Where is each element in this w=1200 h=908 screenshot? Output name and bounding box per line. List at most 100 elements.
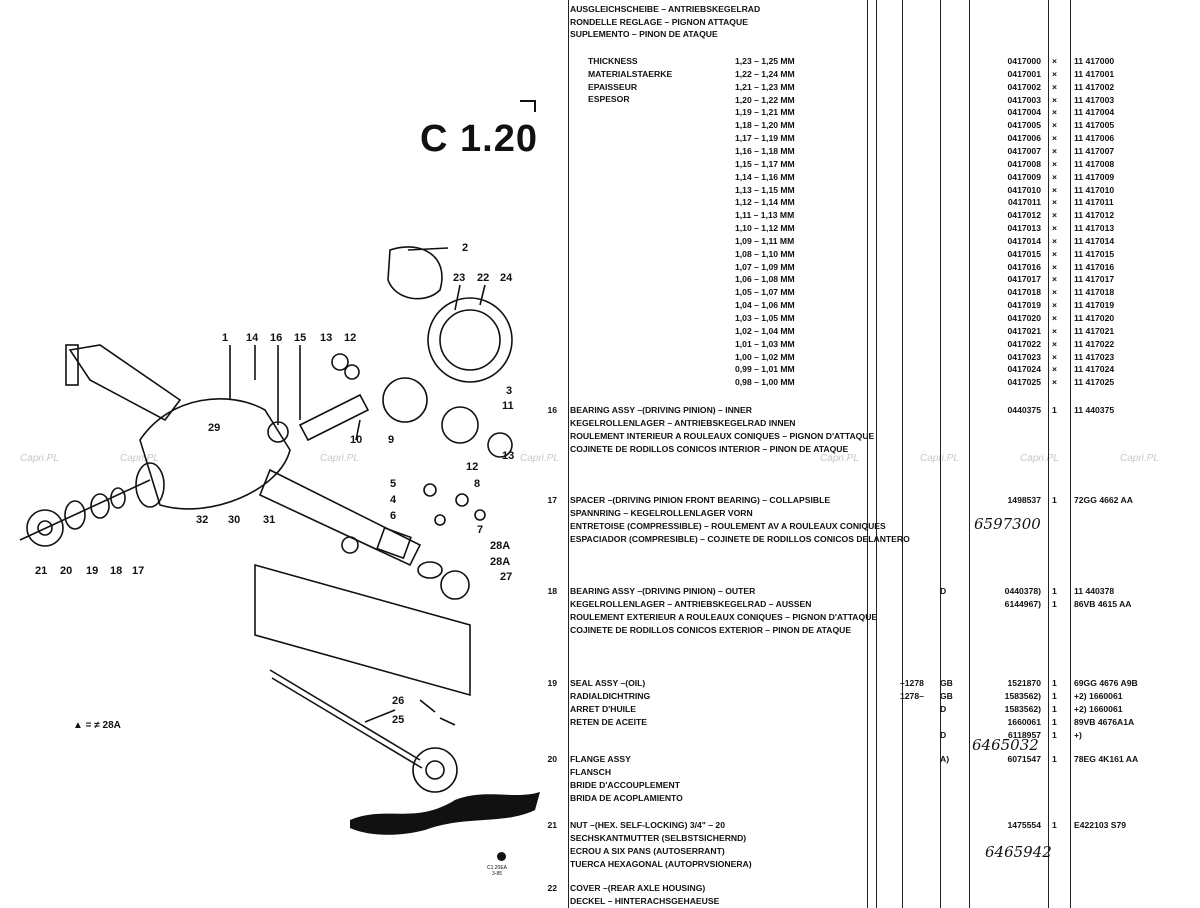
part-variant-mark: D [940, 730, 947, 740]
part-variant-mark: A) [940, 754, 950, 764]
part-number: 0417020 [1007, 313, 1041, 323]
item-description: BRIDE D'ACCOUPLEMENT [570, 780, 680, 790]
thickness-label: THICKNESS [588, 56, 638, 66]
page-title: C 1.20 [420, 118, 538, 160]
parts-table: AUSGLEICHSCHEIBE – ANTRIEBSKEGELRAD RONDE… [540, 0, 1200, 908]
callout-23: 23 [453, 272, 466, 284]
thickness-range: 1,17 – 1,19 MM [735, 133, 795, 144]
part-note: –1278 [900, 678, 924, 688]
figure-dot [497, 852, 506, 861]
part-number: 0440375 [1007, 405, 1041, 415]
interchange-mark: × [1052, 171, 1058, 182]
column-divider [902, 0, 903, 908]
interchange-mark: × [1052, 223, 1058, 234]
item-description: FLANGE ASSY [570, 754, 631, 764]
part-number: 0417018 [1007, 287, 1041, 298]
item-description: KEGELROLLENLAGER – ANTRIEBSKEGELRAD INNE… [570, 418, 796, 428]
part-quantity: 1 [1052, 754, 1057, 764]
thickness-range: 1,00 – 1,02 MM [735, 351, 795, 362]
header-line: AUSGLEICHSCHEIBE – ANTRIEBSKEGELRAD [570, 4, 761, 14]
part-number: 1583562) [1004, 691, 1041, 701]
callout-8: 8 [474, 478, 481, 490]
item-description: ENTRETOISE (COMPRESSIBLE) – ROULEMENT AV… [570, 521, 886, 531]
interchange-mark: × [1052, 184, 1058, 195]
thickness-label: ESPESOR [588, 94, 630, 105]
engineering-number: +) [1074, 730, 1082, 740]
interchange-mark: × [1052, 120, 1058, 131]
item-description: SEAL ASSY –(OIL) [570, 678, 646, 688]
thickness-range: 1,15 – 1,17 MM [735, 158, 795, 169]
part-number: 1475554 [1007, 820, 1041, 830]
part-number: 0417010 [1007, 184, 1041, 195]
interchange-mark: × [1052, 351, 1058, 362]
thickness-range: 0,99 – 1,01 MM [735, 364, 795, 375]
part-number: 0417005 [1007, 120, 1041, 131]
engineering-number: 72GG 4662 AA [1074, 495, 1133, 505]
part-number: 0417022 [1007, 338, 1041, 349]
column-divider [1048, 0, 1049, 908]
callout-32: 32 [196, 514, 209, 526]
item-description: SPACER –(DRIVING PINION FRONT BEARING) –… [570, 495, 831, 505]
corner-mark [520, 100, 536, 112]
column-divider [940, 0, 941, 908]
part-number: 0417013 [1007, 223, 1041, 234]
item-description: ROULEMENT EXTERIEUR A ROULEAUX CONIQUES … [570, 612, 878, 622]
item-description: ESPACIADOR (COMPRESIBLE) – COJINETE DE R… [570, 534, 910, 544]
header-line: RONDELLE REGLAGE – PIGNON ATTAQUE [570, 16, 748, 27]
callout-12b: 12 [466, 461, 479, 473]
callout-19: 19 [86, 565, 99, 577]
engineering-number: 11 417024 [1074, 364, 1115, 375]
part-number: 0417019 [1007, 300, 1041, 311]
thickness-range: 1,23 – 1,25 MM [735, 56, 795, 66]
item-description: BEARING ASSY –(DRIVING PINION) – INNER [570, 405, 752, 415]
callout-15: 15 [294, 332, 307, 344]
item-ref-number: 22 [547, 883, 557, 893]
part-number: 0417025 [1007, 377, 1041, 388]
column-divider [1070, 0, 1071, 908]
engineering-number: 11 417013 [1074, 223, 1115, 234]
item-ref-number: 21 [547, 820, 557, 830]
interchange-mark: × [1052, 248, 1058, 259]
engineering-number: 11 417008 [1074, 158, 1115, 169]
callout-16: 16 [270, 332, 283, 344]
part-number: 0417001 [1007, 68, 1041, 79]
watermark: Capri.PL [1120, 453, 1159, 464]
part-quantity: 1 [1052, 704, 1057, 714]
engineering-number: 11 417006 [1074, 133, 1115, 144]
column-divider [969, 0, 970, 908]
callout-24: 24 [500, 272, 513, 284]
column-divider [867, 0, 868, 908]
part-number: 0417017 [1007, 274, 1041, 285]
part-quantity: 1 [1052, 495, 1057, 505]
part-quantity: 1 [1052, 599, 1057, 609]
thickness-range: 0,98 – 1,00 MM [735, 377, 795, 388]
part-variant-mark: D [940, 586, 947, 596]
engineering-number: 78EG 4K161 AA [1074, 754, 1139, 764]
item-description: FLANSCH [570, 767, 612, 777]
part-quantity: 1 [1052, 586, 1057, 596]
part-quantity: 1 [1052, 820, 1057, 830]
interchange-mark: × [1052, 274, 1058, 285]
legend-note: ▲ = ≠ 28A [73, 720, 121, 731]
engineering-number: 11 417012 [1074, 210, 1115, 221]
callout-25: 25 [392, 714, 405, 726]
part-number: 0417016 [1007, 261, 1041, 272]
engineering-number: +2) 1660061 [1074, 704, 1123, 714]
item-description: DECKEL – HINTERACHSGEHAEUSE [570, 896, 720, 906]
part-number: 0440378) [1004, 586, 1041, 596]
interchange-mark: × [1052, 338, 1058, 349]
item-description: ARRET D'HUILE [570, 704, 637, 714]
part-note: 1278– [900, 691, 924, 701]
item-description: TUERCA HEXAGONAL (AUTOPRVSIONERA) [570, 859, 752, 869]
engineering-number: 11 417021 [1074, 325, 1115, 336]
item-ref-number: 18 [547, 586, 557, 596]
part-number: 1521870 [1007, 678, 1041, 688]
interchange-mark: × [1052, 68, 1058, 79]
item-description: NUT –(HEX. SELF-LOCKING) 3/4" – 20 [570, 820, 725, 830]
callout-11: 11 [502, 400, 514, 412]
item-description: SECHSKANTMUTTER (SELBSTSICHERND) [570, 833, 747, 843]
watermark: Capri.PL [520, 453, 559, 464]
item-description: KEGELROLLENLAGER – ANTRIEBSKEGELRAD – AU… [570, 599, 812, 609]
thickness-label: MATERIALSTAERKE [588, 68, 673, 79]
callout-28a-top: 28A [490, 540, 511, 552]
